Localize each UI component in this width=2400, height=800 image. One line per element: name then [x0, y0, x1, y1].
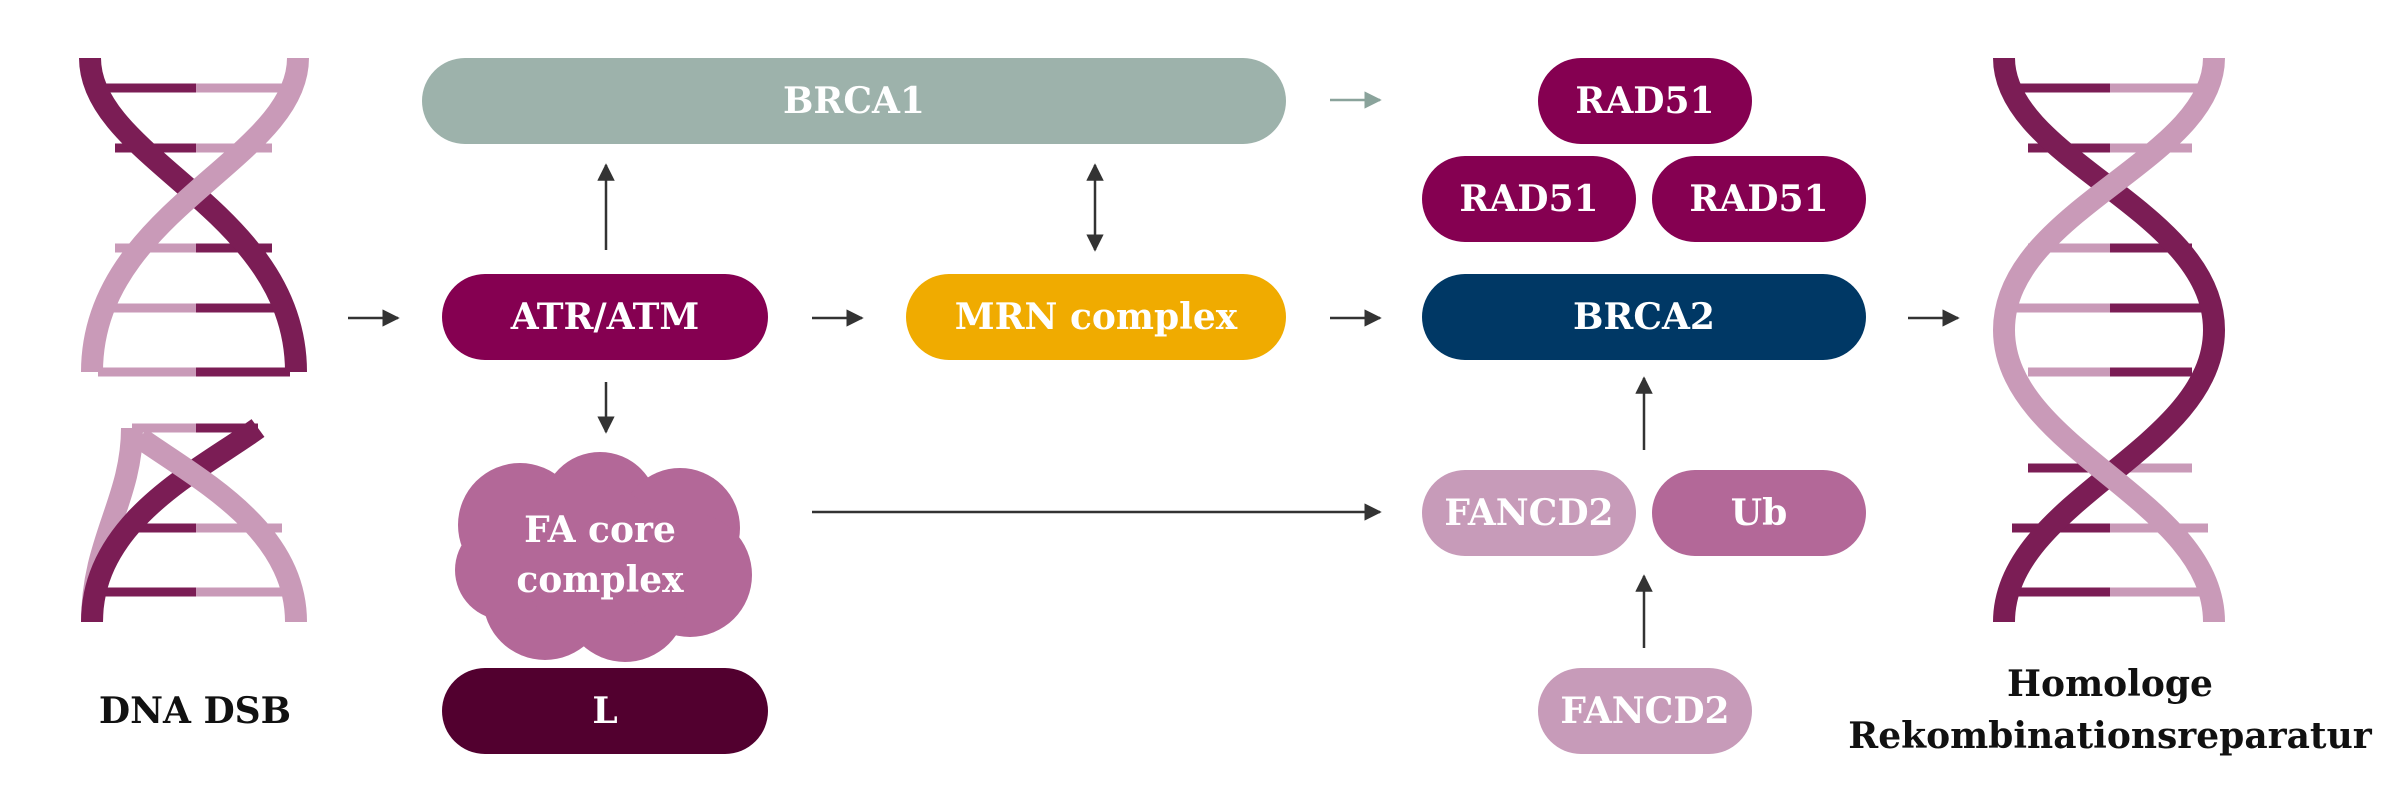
fa-core-label-line2: complex: [516, 559, 684, 601]
dna-dsb-caption: DNA DSB: [98, 690, 292, 732]
fa-core-cloud-shape: [455, 452, 752, 662]
fa-core-label-line1: FA core: [524, 509, 676, 551]
dna-repaired-icon: [1992, 57, 2226, 623]
dna-broken-icon: [79, 57, 309, 623]
ub-node: Ub: [1652, 470, 1866, 556]
fancd2-bound-node: FANCD2: [1422, 470, 1636, 556]
l-node: L: [442, 668, 768, 754]
fancd2-free-node: FANCD2: [1538, 668, 1752, 754]
rad51-right-node: RAD51: [1652, 156, 1866, 242]
hr-caption-line2: Rekombinationsreparatur: [1848, 715, 2372, 757]
hr-caption: Homologe Rekombinationsreparatur: [1840, 658, 2380, 762]
rad51-top-node: RAD51: [1538, 58, 1752, 144]
atr-atm-node: ATR/ATM: [442, 274, 768, 360]
brca2-node: BRCA2: [1422, 274, 1866, 360]
rad51-left-node: RAD51: [1422, 156, 1636, 242]
mrn-complex-node: MRN complex: [906, 274, 1286, 360]
fa-core-complex-node: FA core complex: [470, 505, 730, 605]
brca1-node: BRCA1: [422, 58, 1286, 144]
hr-caption-line1: Homologe: [2007, 663, 2213, 705]
